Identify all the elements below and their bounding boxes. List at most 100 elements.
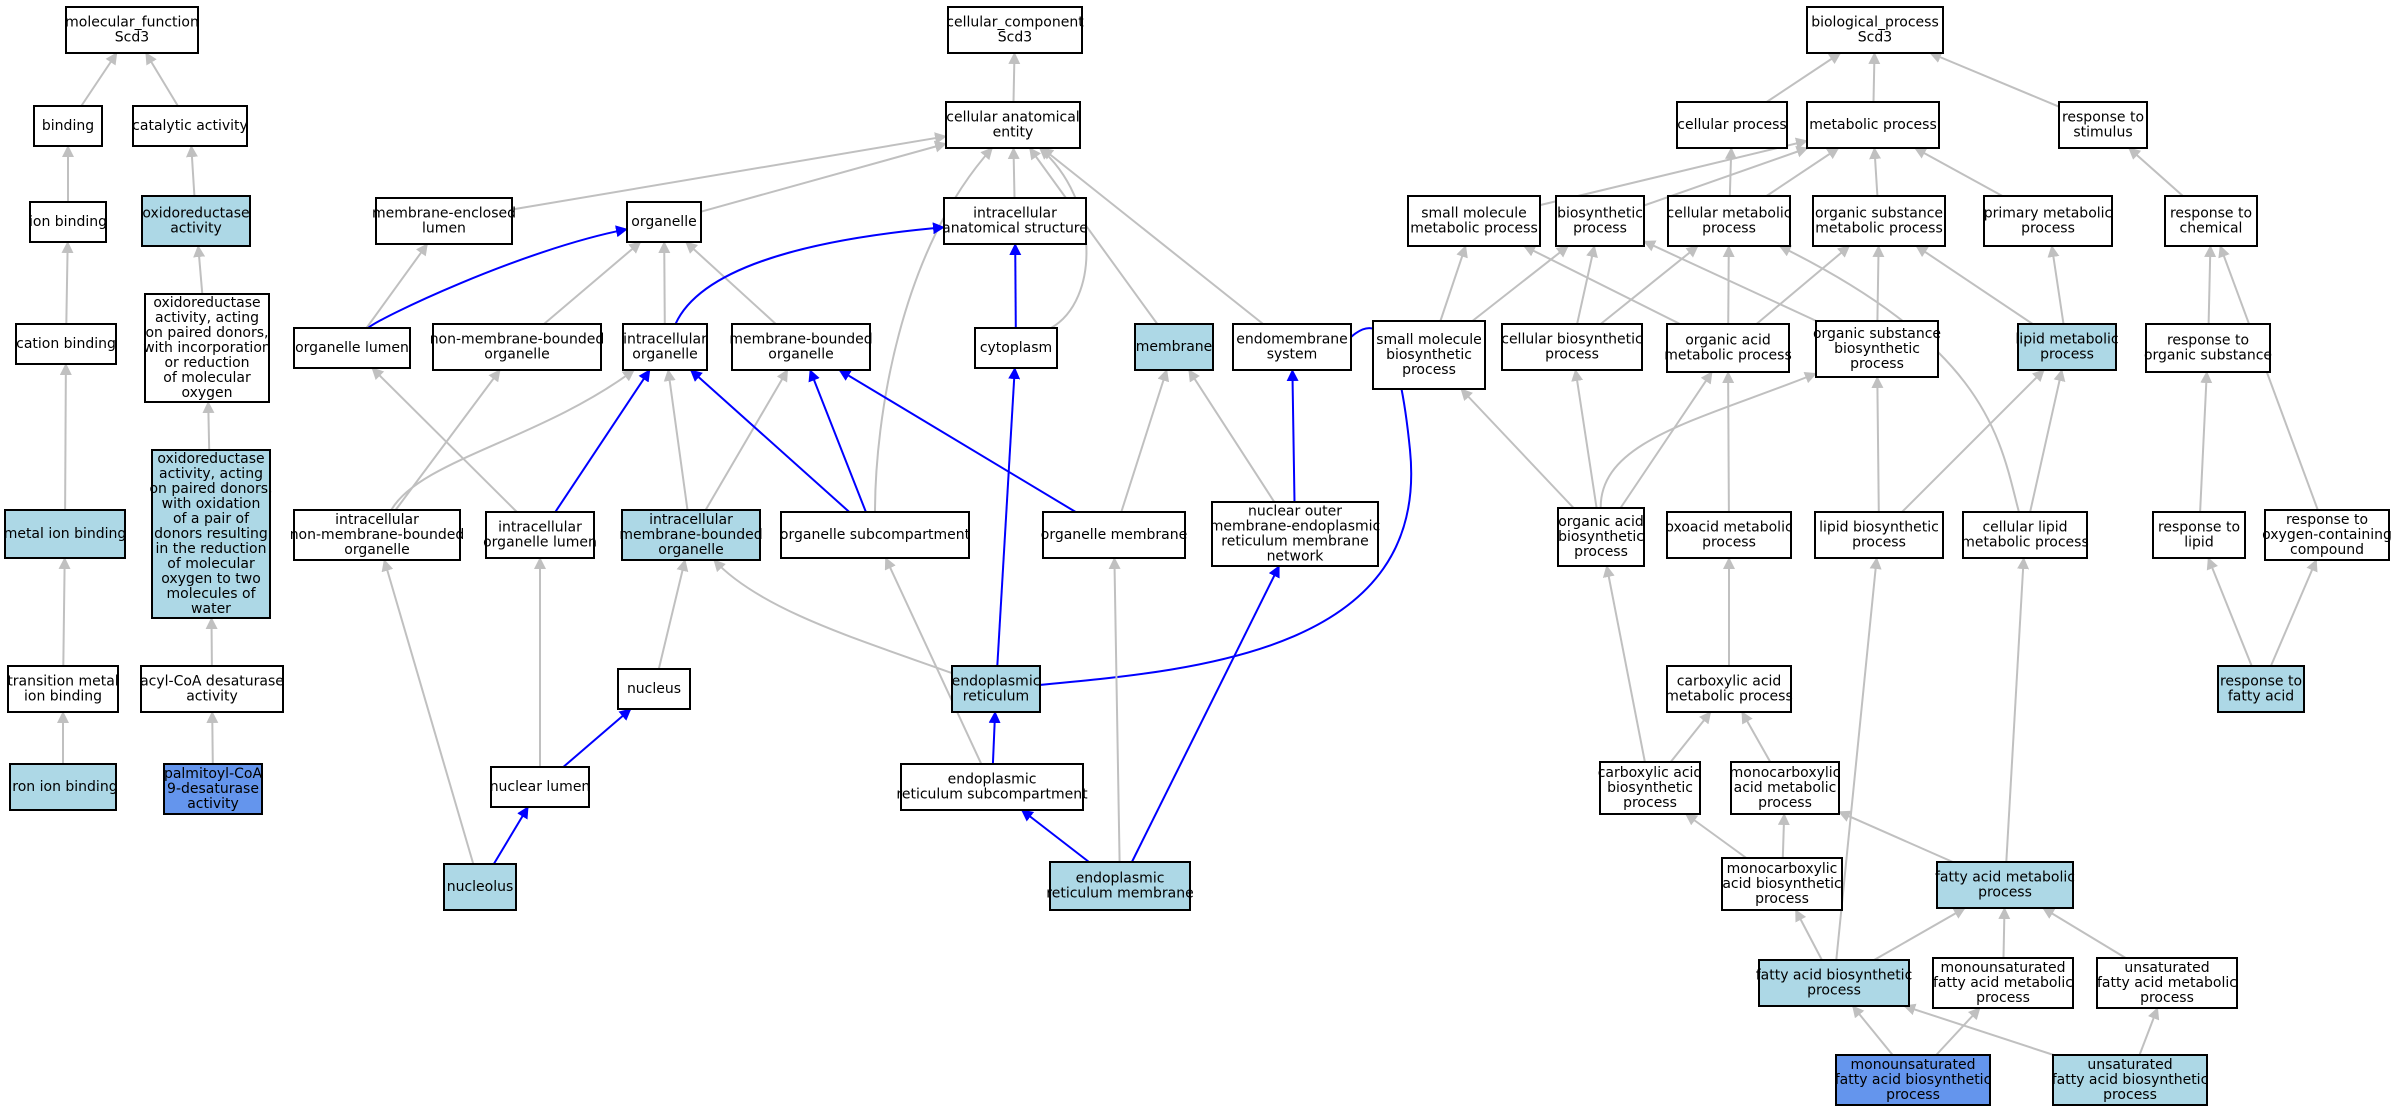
go-term-node-cytoplasm[interactable]: cytoplasm bbox=[974, 327, 1058, 369]
node-label-line: intracellular bbox=[335, 512, 419, 528]
go-term-node-organelle[interactable]: organelle bbox=[626, 201, 702, 243]
node-label-line: cellular process bbox=[1677, 117, 1786, 133]
node-label-line: metabolic process bbox=[1664, 348, 1792, 364]
go-term-node-membrane[interactable]: membrane bbox=[1134, 323, 1214, 371]
is-a-edge-response_oxy-to-response_chem bbox=[2218, 245, 2319, 511]
node-label-line: palmitoyl-CoA bbox=[164, 766, 263, 782]
go-term-node-metabolic-process[interactable]: metabolic process bbox=[1806, 101, 1940, 149]
go-term-node-cation-binding[interactable]: cation binding bbox=[15, 323, 117, 365]
go-term-node-nuc-outer[interactable]: nuclear outermembrane-endoplasmicreticul… bbox=[1210, 501, 1380, 567]
node-box bbox=[1721, 857, 1843, 911]
node-label-line: small molecule bbox=[1421, 206, 1527, 222]
node-label-line: activity, acting bbox=[159, 466, 263, 482]
go-term-node-nucleolus[interactable]: nucleolus bbox=[443, 863, 517, 911]
is-a-edge-cell_bio-to-biosynthetic bbox=[1576, 245, 1598, 325]
go-term-node-ion-binding[interactable]: ion binding bbox=[29, 201, 107, 243]
go-term-node-iron-ion[interactable]: iron ion binding bbox=[8, 763, 118, 811]
is-a-edge-primary_met-to-metabolic_process bbox=[1914, 147, 2003, 197]
go-term-node-organelle-lumen[interactable]: organelle lumen bbox=[293, 327, 411, 369]
go-term-node-cellular-process[interactable]: cellular process bbox=[1676, 101, 1788, 149]
is-a-edge-cation_binding-to-ion_binding bbox=[61, 241, 74, 325]
is-a-edge-endomembrane-to-cae bbox=[1041, 147, 1264, 325]
node-label-line: organic substance bbox=[1813, 326, 1941, 342]
part-of-edge-er_membrane-to-nuc_outer bbox=[1131, 565, 1280, 863]
node-box bbox=[1042, 511, 1186, 559]
go-term-node-metal-ion[interactable]: metal ion binding bbox=[4, 509, 127, 559]
node-label-line: intracellular bbox=[498, 520, 582, 536]
go-term-node-org-membrane[interactable]: organelle membrane bbox=[1041, 511, 1187, 559]
node-label-line: organelle bbox=[658, 542, 723, 558]
go-term-node-nuclear-lumen[interactable]: nuclear lumen bbox=[490, 766, 591, 808]
node-box bbox=[1372, 320, 1486, 390]
is-a-edge-org_acid_met-to-org_sub_met bbox=[1755, 245, 1851, 325]
node-label-line: unsaturated bbox=[2124, 960, 2209, 976]
node-label-line: process bbox=[1755, 891, 1809, 907]
node-box bbox=[1599, 761, 1701, 815]
go-term-node-catalytic[interactable]: catalytic activity bbox=[132, 105, 248, 147]
go-term-node-org-subcomp[interactable]: organelle subcompartment bbox=[780, 511, 971, 559]
go-term-node-nucleus[interactable]: nucleus bbox=[617, 668, 691, 710]
node-label-line: ion binding bbox=[24, 689, 102, 705]
go-term-node-binding[interactable]: binding bbox=[33, 105, 103, 147]
part-of-edge-er_membrane-to-er_subcomp bbox=[1020, 809, 1090, 863]
node-label-line: binding bbox=[42, 118, 94, 134]
node-box bbox=[943, 197, 1087, 245]
node-label-line: nuclear outer bbox=[1248, 504, 1342, 520]
is-a-edge-monounsat_met-to-fatty_met bbox=[1998, 907, 2011, 959]
node-label-line: organic acid bbox=[1558, 514, 1644, 530]
go-term-node-ic-non-mem[interactable]: intracellularnon-membrane-boundedorganel… bbox=[290, 509, 465, 561]
node-label-line: chemical bbox=[2180, 221, 2243, 237]
